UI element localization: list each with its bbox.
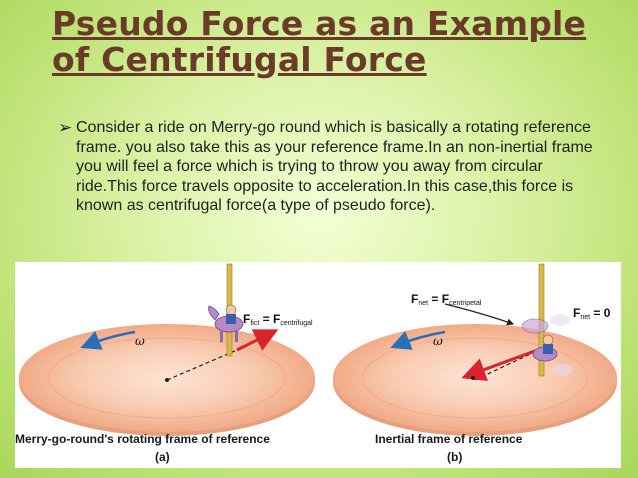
right-caption: Inertial frame of reference (375, 432, 523, 446)
left-horse-icon (208, 304, 244, 342)
left-omega-label: ω (135, 334, 145, 348)
slide-title: Pseudo Force as an Example of Centrifuga… (52, 6, 612, 78)
right-center-dot (471, 376, 475, 380)
right-disc-ring (362, 337, 588, 419)
right-subcaption: (b) (447, 450, 463, 464)
right-fnet-label: Fnet = Fcentripetal (411, 292, 482, 307)
left-caption: Merry-go-round's rotating frame of refer… (15, 432, 270, 446)
right-rotation-arrow (390, 330, 446, 350)
right-horse-icon (521, 314, 573, 376)
title-line-1: Pseudo Force as an Example (52, 4, 587, 43)
left-disc-group (19, 263, 315, 436)
bullet-text: Consider a ride on Merry-go round which … (76, 119, 593, 214)
merry-go-round-figure: ω ω Ffict = Fcentrifugal Fnet = Fcentrip… (15, 262, 621, 468)
left-disc-ring (48, 337, 286, 419)
bullet-item: ➢ Consider a ride on Merry-go round whic… (58, 118, 598, 216)
right-disc-group (333, 263, 617, 436)
right-radius-line (474, 347, 544, 381)
left-rotation-arrow (80, 330, 136, 350)
left-radius-line (166, 349, 238, 381)
right-omega-label: ω (433, 334, 443, 348)
arrow-bullet-icon: ➢ (58, 118, 73, 137)
fnet-pointer-line (444, 303, 515, 326)
left-subcaption: (a) (155, 450, 170, 464)
title-line-2: of Centrifugal Force (52, 40, 427, 79)
right-fnet-zero-label: Fnet = 0 (573, 306, 611, 321)
right-force-arrow (461, 346, 544, 382)
figure-diagram (19, 263, 617, 436)
left-force-arrow (236, 329, 279, 352)
left-force-label: Ffict = Fcentrifugal (243, 312, 313, 327)
